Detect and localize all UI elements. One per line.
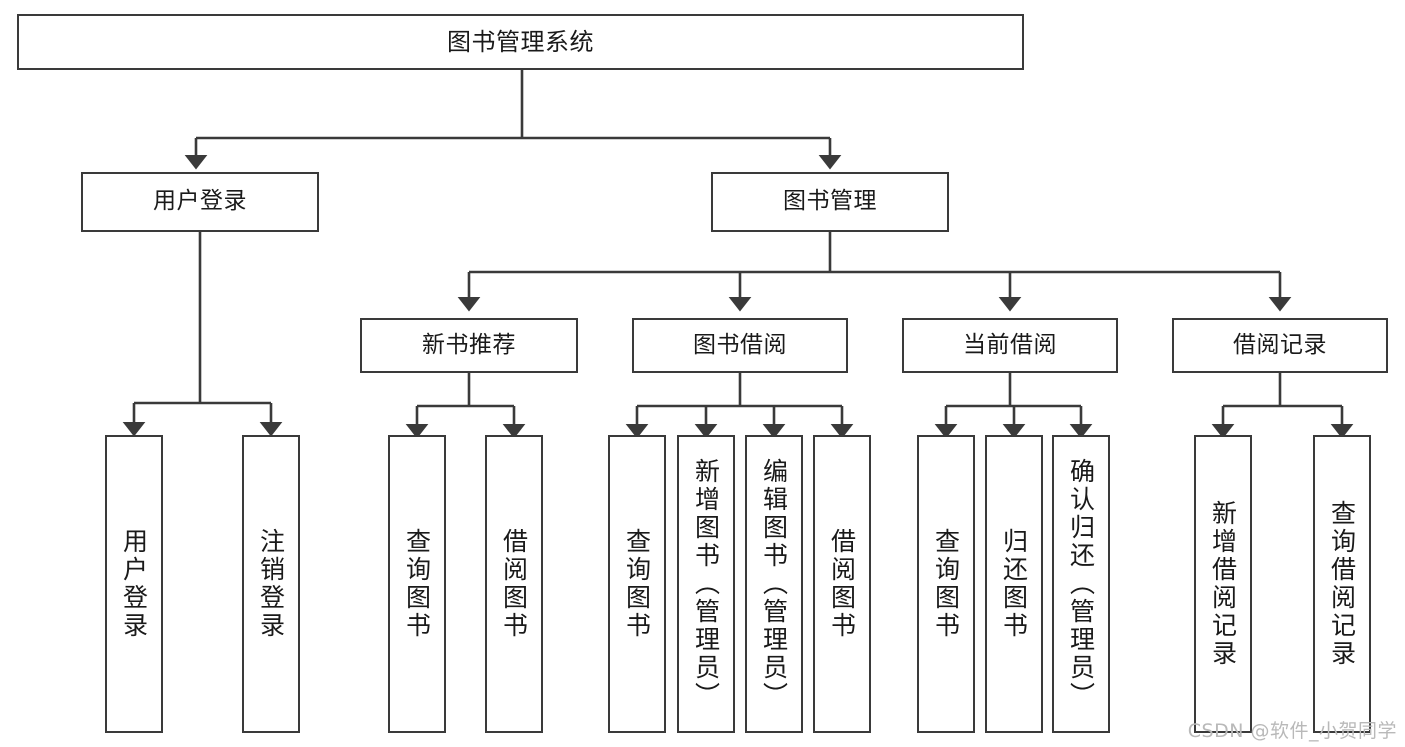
node-label: 新增图书（管理员） [691, 458, 721, 710]
node-label: 图书管理 [783, 188, 877, 215]
node-new-book-recommend[interactable]: 新书推荐 [360, 318, 578, 373]
node-leaf-query-borrow-record[interactable]: 查询借阅记录 [1313, 435, 1371, 733]
node-leaf-borrow-book-recommend[interactable]: 借阅图书 [485, 435, 543, 733]
node-label: 图书管理系统 [447, 27, 594, 56]
node-label: 用户登录 [119, 528, 149, 640]
node-label: 借阅记录 [1233, 331, 1327, 358]
node-leaf-query-book-borrow[interactable]: 查询图书 [608, 435, 666, 733]
node-label: 归还图书 [999, 528, 1029, 640]
node-label: 借阅图书 [827, 528, 857, 640]
node-label: 查询图书 [931, 528, 961, 640]
node-leaf-edit-book-admin[interactable]: 编辑图书（管理员） [745, 435, 803, 733]
node-label: 确认归还（管理员） [1066, 458, 1096, 710]
node-label: 编辑图书（管理员） [759, 458, 789, 710]
node-book-management[interactable]: 图书管理 [711, 172, 949, 232]
node-leaf-user-logout[interactable]: 注销登录 [242, 435, 300, 733]
node-book-borrow[interactable]: 图书借阅 [632, 318, 848, 373]
node-leaf-borrow-book[interactable]: 借阅图书 [813, 435, 871, 733]
csdn-watermark: CSDN @软件_小贺同学 [1187, 720, 1397, 742]
node-current-borrow[interactable]: 当前借阅 [902, 318, 1118, 373]
node-label: 新书推荐 [422, 331, 516, 358]
node-label: 查询图书 [402, 528, 432, 640]
node-label: 当前借阅 [963, 331, 1057, 358]
node-leaf-user-login[interactable]: 用户登录 [105, 435, 163, 733]
node-label: 查询借阅记录 [1327, 500, 1357, 668]
node-label: 注销登录 [256, 528, 286, 640]
node-leaf-query-book-recommend[interactable]: 查询图书 [388, 435, 446, 733]
node-leaf-query-book-current[interactable]: 查询图书 [917, 435, 975, 733]
node-leaf-confirm-return-admin[interactable]: 确认归还（管理员） [1052, 435, 1110, 733]
node-borrow-record[interactable]: 借阅记录 [1172, 318, 1388, 373]
node-label: 借阅图书 [499, 528, 529, 640]
node-leaf-add-borrow-record[interactable]: 新增借阅记录 [1194, 435, 1252, 733]
node-root-book-management-system[interactable]: 图书管理系统 [17, 14, 1024, 70]
node-leaf-add-book-admin[interactable]: 新增图书（管理员） [677, 435, 735, 733]
node-leaf-return-book[interactable]: 归还图书 [985, 435, 1043, 733]
node-label: 图书借阅 [693, 331, 787, 358]
node-user-login[interactable]: 用户登录 [81, 172, 319, 232]
node-label: 查询图书 [622, 528, 652, 640]
node-label: 新增借阅记录 [1208, 500, 1238, 668]
node-label: 用户登录 [153, 188, 247, 215]
